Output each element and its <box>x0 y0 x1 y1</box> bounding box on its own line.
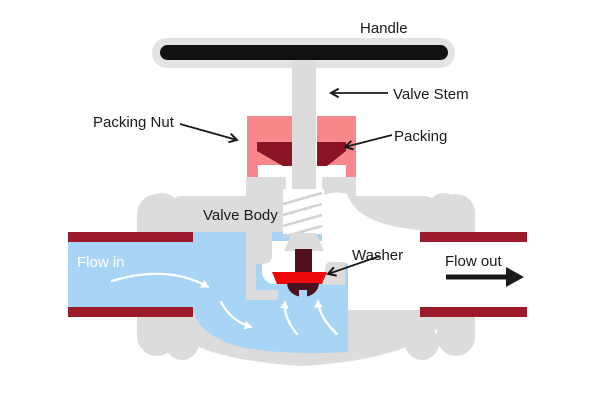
flow-arrow-3 <box>279 300 299 336</box>
flow-arrows <box>110 272 339 336</box>
disc-notch <box>299 290 307 299</box>
flow-out-arrow-head <box>506 267 524 287</box>
label-flow-in: Flow in <box>77 254 125 271</box>
flow-out-arrow-shaft <box>446 274 508 280</box>
label-handle: Handle <box>360 20 408 37</box>
packing-group <box>247 116 356 177</box>
bonnet-gap-left <box>286 177 292 191</box>
flow-out-arrow <box>446 267 524 287</box>
label-washer: Washer <box>352 247 403 264</box>
packing-right <box>317 142 346 166</box>
flow-arrow-4 <box>313 299 339 336</box>
packing-arrow <box>343 134 393 151</box>
pipe-walls <box>68 232 527 317</box>
outlet-pipe-wall-top <box>420 232 527 242</box>
seat-left <box>246 232 272 298</box>
seat-left-foot <box>246 290 278 300</box>
label-valve-body: Valve Body <box>203 207 278 224</box>
outlet-pipe-wall-bottom <box>420 307 527 317</box>
packing-nut-arrow <box>179 123 239 144</box>
bonnet-gap-right <box>316 177 322 191</box>
washer-arrow <box>326 255 381 277</box>
label-arrows <box>179 87 393 277</box>
inlet-pipe-wall-bottom <box>68 307 193 317</box>
handle-bar <box>160 45 448 60</box>
handle-group <box>152 38 455 68</box>
label-flow-out: Flow out <box>445 253 503 270</box>
stem-thread-section <box>282 177 324 239</box>
label-packing: Packing <box>394 128 447 145</box>
flow-arrow-2 <box>219 300 253 330</box>
packing-left <box>257 142 292 166</box>
thread-lines <box>282 191 323 239</box>
outlet-chamber <box>322 192 527 310</box>
label-packing-nut: Packing Nut <box>93 114 175 131</box>
inlet-pipe-wall-top <box>68 232 193 242</box>
label-valve-stem: Valve Stem <box>393 86 469 103</box>
stem-cone <box>284 233 324 251</box>
washer-shape <box>272 272 327 284</box>
flow-arrow-1 <box>110 272 210 289</box>
disc-assembly <box>272 249 327 299</box>
